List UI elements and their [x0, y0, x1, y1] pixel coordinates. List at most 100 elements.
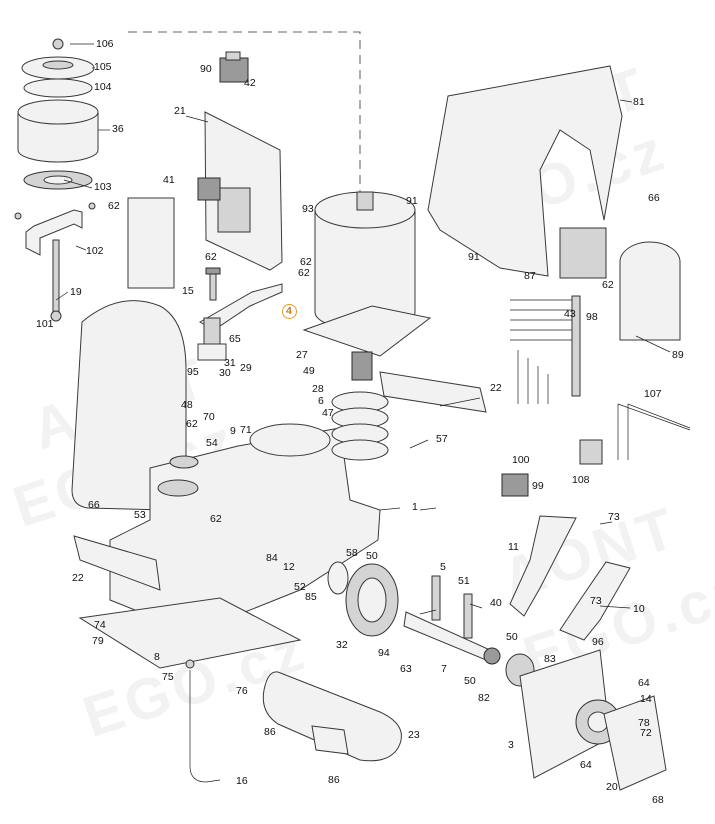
callout-64: 64 — [638, 677, 650, 689]
callout-87: 87 — [524, 270, 536, 282]
callout-6: 6 — [318, 395, 324, 407]
callout-1: 1 — [412, 501, 418, 513]
callout-19: 19 — [70, 286, 82, 298]
callout-73: 73 — [608, 511, 620, 523]
callout-85: 85 — [305, 591, 317, 603]
callout-62: 62 — [108, 200, 120, 212]
callout-16: 16 — [236, 775, 248, 787]
callout-70: 70 — [203, 411, 215, 423]
callout-100: 100 — [512, 454, 530, 466]
callout-31: 31 — [224, 357, 236, 369]
callout-96: 96 — [592, 636, 604, 648]
release-handles-10-11 — [509, 515, 631, 641]
callout-101: 101 — [36, 318, 54, 330]
anchor-bolt-16 — [185, 659, 221, 783]
callout-50: 50 — [366, 550, 378, 562]
callout-72: 72 — [640, 727, 652, 739]
callout-54: 54 — [206, 437, 218, 449]
handle-22-left — [73, 535, 161, 591]
wiring-harness-43 — [510, 295, 581, 404]
callout-53: 53 — [134, 509, 146, 521]
callout-73: 73 — [590, 595, 602, 607]
callout-63: 63 — [400, 663, 412, 675]
callout-81: 81 — [633, 96, 645, 108]
vent-grille-89 — [619, 241, 681, 341]
callout-93: 93 — [302, 203, 314, 215]
cover-81 — [427, 65, 623, 277]
callout-65: 65 — [229, 333, 241, 345]
callout-105: 105 — [94, 61, 112, 73]
callout-36: 36 — [112, 123, 124, 135]
callout-20: 20 — [606, 781, 618, 793]
pulley-stack — [14, 38, 99, 322]
callout-74: 74 — [94, 619, 106, 631]
callout-95: 95 — [187, 366, 199, 378]
callout-62: 62 — [186, 418, 198, 430]
callout-7: 7 — [441, 663, 447, 675]
callout-4: 4 — [286, 305, 292, 317]
callout-84: 84 — [266, 552, 278, 564]
callout-49: 49 — [303, 365, 315, 377]
callout-10: 10 — [633, 603, 645, 615]
pulley-47 — [331, 391, 389, 461]
callout-27: 27 — [296, 349, 308, 361]
callout-71: 71 — [240, 424, 252, 436]
callout-42: 42 — [244, 77, 256, 89]
callout-40: 40 — [490, 597, 502, 609]
callout-86: 86 — [264, 726, 276, 738]
callout-57: 57 — [436, 433, 448, 445]
callout-62: 62 — [300, 256, 312, 268]
wiring-107 — [617, 403, 691, 460]
callout-41: 41 — [163, 174, 175, 186]
handle-22-right — [379, 371, 487, 413]
callout-62: 62 — [205, 251, 217, 263]
callout-3: 3 — [508, 739, 514, 751]
callout-66: 66 — [648, 192, 660, 204]
callout-78: 78 — [638, 717, 650, 729]
rectifier-99 — [501, 439, 603, 497]
callout-89: 89 — [672, 349, 684, 361]
callout-62: 62 — [602, 279, 614, 291]
callout-91: 91 — [406, 195, 418, 207]
callout-5: 5 — [440, 561, 446, 573]
callout-102: 102 — [86, 245, 104, 257]
bolt-15 — [205, 267, 221, 301]
chain-23 — [262, 671, 402, 762]
callout-50: 50 — [464, 675, 476, 687]
callout-48: 48 — [181, 399, 193, 411]
release-lever-4 — [197, 283, 283, 361]
callout-91: 91 — [468, 251, 480, 263]
vent-grille-87 — [559, 227, 607, 279]
motor — [302, 191, 432, 381]
callout-86: 86 — [328, 774, 340, 786]
pinion-plate-3 — [519, 649, 667, 791]
callout-22: 22 — [72, 572, 84, 584]
callout-66: 66 — [88, 499, 100, 511]
terminal-connector — [219, 51, 249, 83]
callout-22: 22 — [490, 382, 502, 394]
callout-79: 79 — [92, 635, 104, 647]
callout-30: 30 — [219, 367, 231, 379]
callout-9: 9 — [230, 425, 236, 437]
control-board-bracket — [127, 111, 283, 289]
callout-29: 29 — [240, 362, 252, 374]
highlight-ring — [282, 304, 297, 319]
callout-103: 103 — [94, 181, 112, 193]
callout-82: 82 — [478, 692, 490, 704]
callout-104: 104 — [94, 81, 112, 93]
gearbox-housing-1 — [109, 423, 381, 637]
callout-50: 50 — [506, 631, 518, 643]
callout-106: 106 — [96, 38, 114, 50]
callout-90: 90 — [200, 63, 212, 75]
mounting-plate-8 — [78, 597, 302, 669]
callout-94: 94 — [378, 647, 390, 659]
side-cover-19 — [71, 300, 187, 511]
callout-12: 12 — [283, 561, 295, 573]
callout-14: 14 — [640, 693, 652, 705]
callout-107: 107 — [644, 388, 662, 400]
callout-47: 47 — [322, 407, 334, 419]
callout-15: 15 — [182, 285, 194, 297]
callout-28: 28 — [312, 383, 324, 395]
